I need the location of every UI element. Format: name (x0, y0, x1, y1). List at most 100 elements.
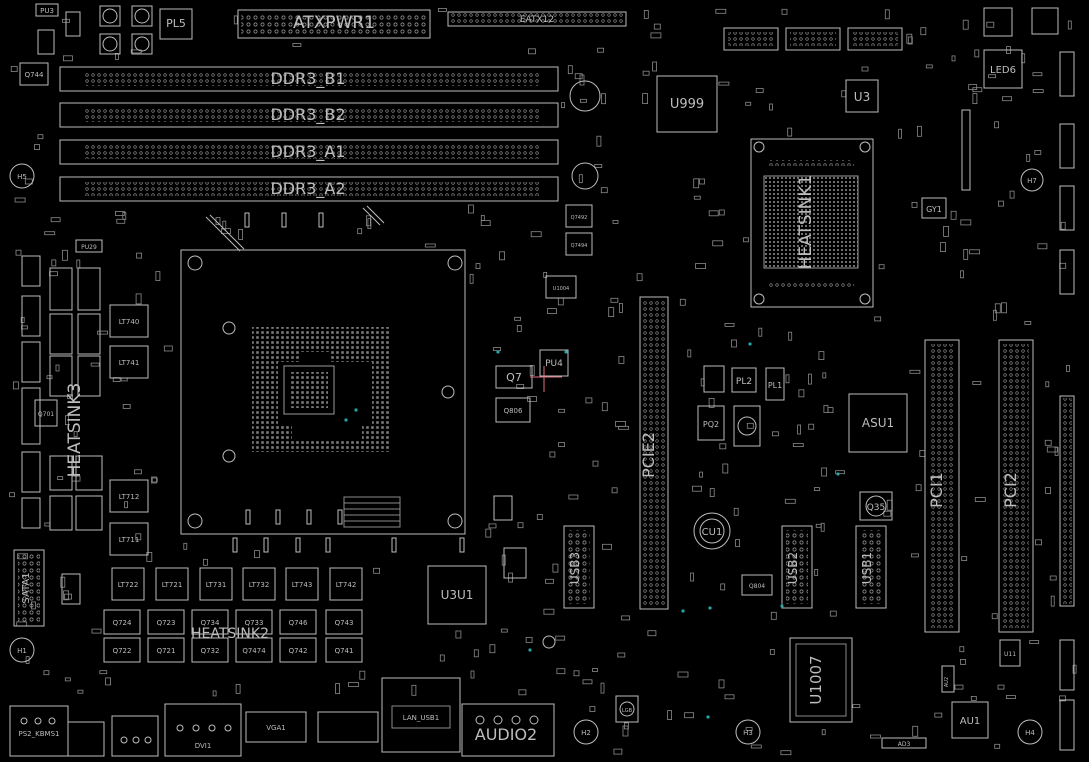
passive-footprint (612, 219, 619, 224)
passive-footprint (994, 121, 999, 129)
passive-footprint (708, 210, 719, 217)
passive-footprint (470, 670, 475, 679)
passive-footprint (488, 523, 497, 529)
passive-footprint (746, 422, 754, 429)
passive-footprint (1044, 439, 1052, 446)
passive-footprint (51, 259, 57, 267)
h5-label: H5 (17, 173, 27, 181)
accent-vias (344, 342, 840, 719)
passive-footprint (968, 84, 978, 90)
passive-footprint (724, 694, 735, 700)
passive-footprint (906, 33, 913, 44)
passive-footprint (695, 263, 706, 269)
passive-footprint (601, 402, 608, 412)
passive-footprint (527, 396, 537, 402)
passive-footprint (568, 494, 579, 500)
passive-footprint (592, 668, 598, 672)
passive-footprint (1001, 302, 1007, 314)
passive-footprint (709, 488, 715, 498)
passive-footprint (235, 684, 241, 694)
passive-footprint (596, 135, 602, 147)
passive-footprint (919, 450, 926, 457)
passive-footprint (715, 8, 727, 14)
passive-footprint (911, 553, 919, 558)
q743-label: Q743 (335, 619, 354, 627)
passive-footprint (499, 251, 506, 261)
pu3-label: PU3 (40, 7, 54, 15)
passive-footprint (934, 712, 943, 718)
passive-footprint (514, 316, 521, 321)
passive-footprint (667, 710, 672, 720)
passive-footprint (122, 403, 131, 409)
pci2-slot: PCI2 (998, 339, 1034, 633)
pl5-label: PL5 (166, 17, 186, 30)
passive-footprint (543, 608, 555, 615)
passive-footprint (220, 228, 231, 235)
atxpwr-label: ATXPWR1 (293, 13, 375, 33)
usb-headers: USB3 USB2 USB1 (563, 525, 887, 609)
q723-label: Q723 (157, 619, 176, 627)
pci2-label: PCI2 (1001, 472, 1020, 508)
passive-footprint (73, 431, 78, 438)
passive-footprint (183, 542, 188, 550)
lan-label: LAN_USB1 (403, 714, 439, 722)
passive-footprint (735, 539, 740, 547)
passive-footprint (745, 101, 752, 106)
passive-footprint (65, 415, 69, 426)
passive-footprint (592, 460, 599, 467)
passive-footprint (643, 9, 649, 19)
passive-footprint (1060, 221, 1066, 230)
passive-footprint (718, 679, 725, 689)
passive-footprint (567, 65, 573, 75)
passive-footprint (798, 389, 805, 398)
lt721-label: LT721 (162, 581, 183, 589)
passive-footprint (1045, 487, 1051, 494)
passive-footprint (34, 144, 40, 151)
passive-footprint (136, 252, 143, 259)
passive-footprint (97, 330, 108, 335)
h4-label: H4 (1025, 729, 1035, 737)
passive-footprint (543, 271, 548, 278)
passive-footprint (915, 484, 922, 492)
u999-chip: U999 (656, 75, 718, 133)
passive-footprint (797, 424, 801, 435)
passive-footprint (991, 613, 998, 620)
passive-footprint (636, 273, 643, 282)
passive-footprint (49, 271, 58, 277)
au2-label: AU2 (944, 677, 950, 687)
pcie2-label: PCIE2 (639, 432, 658, 478)
passive-footprint (557, 297, 564, 306)
ps2-label: PS2_KBMS1 (19, 730, 60, 738)
passive-footprint (124, 501, 128, 509)
ddr3-a2-label: DDR3_A2 (270, 179, 345, 199)
passive-footprint (439, 654, 445, 662)
passive-footprint (909, 369, 921, 374)
u999-label: U999 (670, 97, 704, 112)
passive-footprint (792, 443, 804, 448)
passive-footprint (815, 523, 822, 528)
usb2-label: USB2 (786, 552, 800, 584)
u3-label: U3 (854, 90, 870, 104)
passive-footprint (718, 81, 730, 86)
passive-footprint (1066, 364, 1070, 372)
passive-footprint (719, 443, 727, 450)
passive-footprint (677, 671, 689, 678)
passive-footprint (155, 271, 161, 282)
passive-footprint (10, 66, 18, 72)
passive-footprint (1009, 190, 1015, 199)
passive-footprint (1035, 539, 1042, 546)
h3-label: H3 (743, 729, 753, 737)
q7494-label: Q7494 (571, 243, 588, 249)
passive-footprint (163, 345, 173, 352)
lt722-label: LT722 (118, 581, 139, 589)
passive-footprint (1032, 72, 1043, 77)
q35-label: Q35 (867, 503, 886, 513)
passive-footprint (50, 217, 61, 223)
asu1-label: ASU1 (862, 416, 894, 430)
passive-footprint (733, 507, 739, 516)
passive-footprint (14, 197, 26, 203)
passive-footprint (642, 70, 650, 76)
passive-footprint (699, 471, 703, 478)
passive-footprint (561, 102, 565, 108)
passive-footprint (769, 103, 773, 111)
